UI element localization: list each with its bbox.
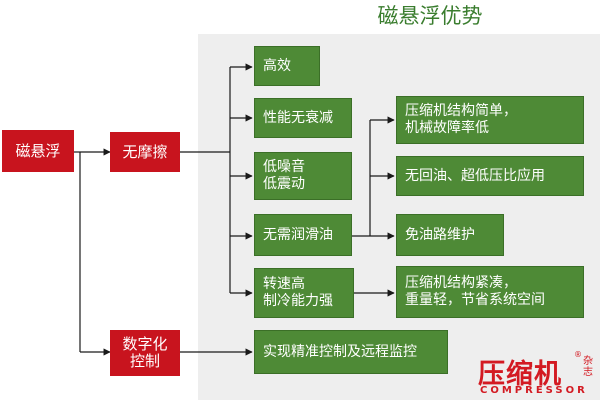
node-jincou: 压缩机结构紧凑， 重量轻，节省系统空间 [396,266,584,318]
logo-english-text: COMPRESSOR [480,385,588,396]
node-gaoxiao: 高效 [254,46,320,86]
node-wuhuiyou: 无回油、超低压比应用 [396,156,584,196]
node-wuxu: 无需润滑油 [254,214,352,256]
node-wumoca: 无摩擦 [110,132,180,172]
node-dizaoyin: 低噪音 低震动 [254,152,352,200]
logo-side-text: 杂志 [583,356,593,378]
diagram-title: 磁悬浮优势 [377,4,483,28]
node-zhuansu: 转速高 制冷能力强 [254,268,354,318]
node-root: 磁悬浮 [2,130,74,172]
compressor-magazine-logo: 压缩机 ® 杂志 COMPRESSOR [478,350,600,400]
node-mianyoulu: 免油路维护 [396,214,504,256]
logo-chinese-text: 压缩机 [478,359,562,390]
node-xingneng: 性能无衰减 [254,98,352,138]
node-jiegou: 压缩机结构简单， 机械故障率低 [396,96,584,144]
logo-registered-mark: ® [574,350,582,359]
node-shixian: 实现精准控制及远程监控 [254,330,448,374]
node-shuzihua: 数字化 控制 [110,330,180,376]
